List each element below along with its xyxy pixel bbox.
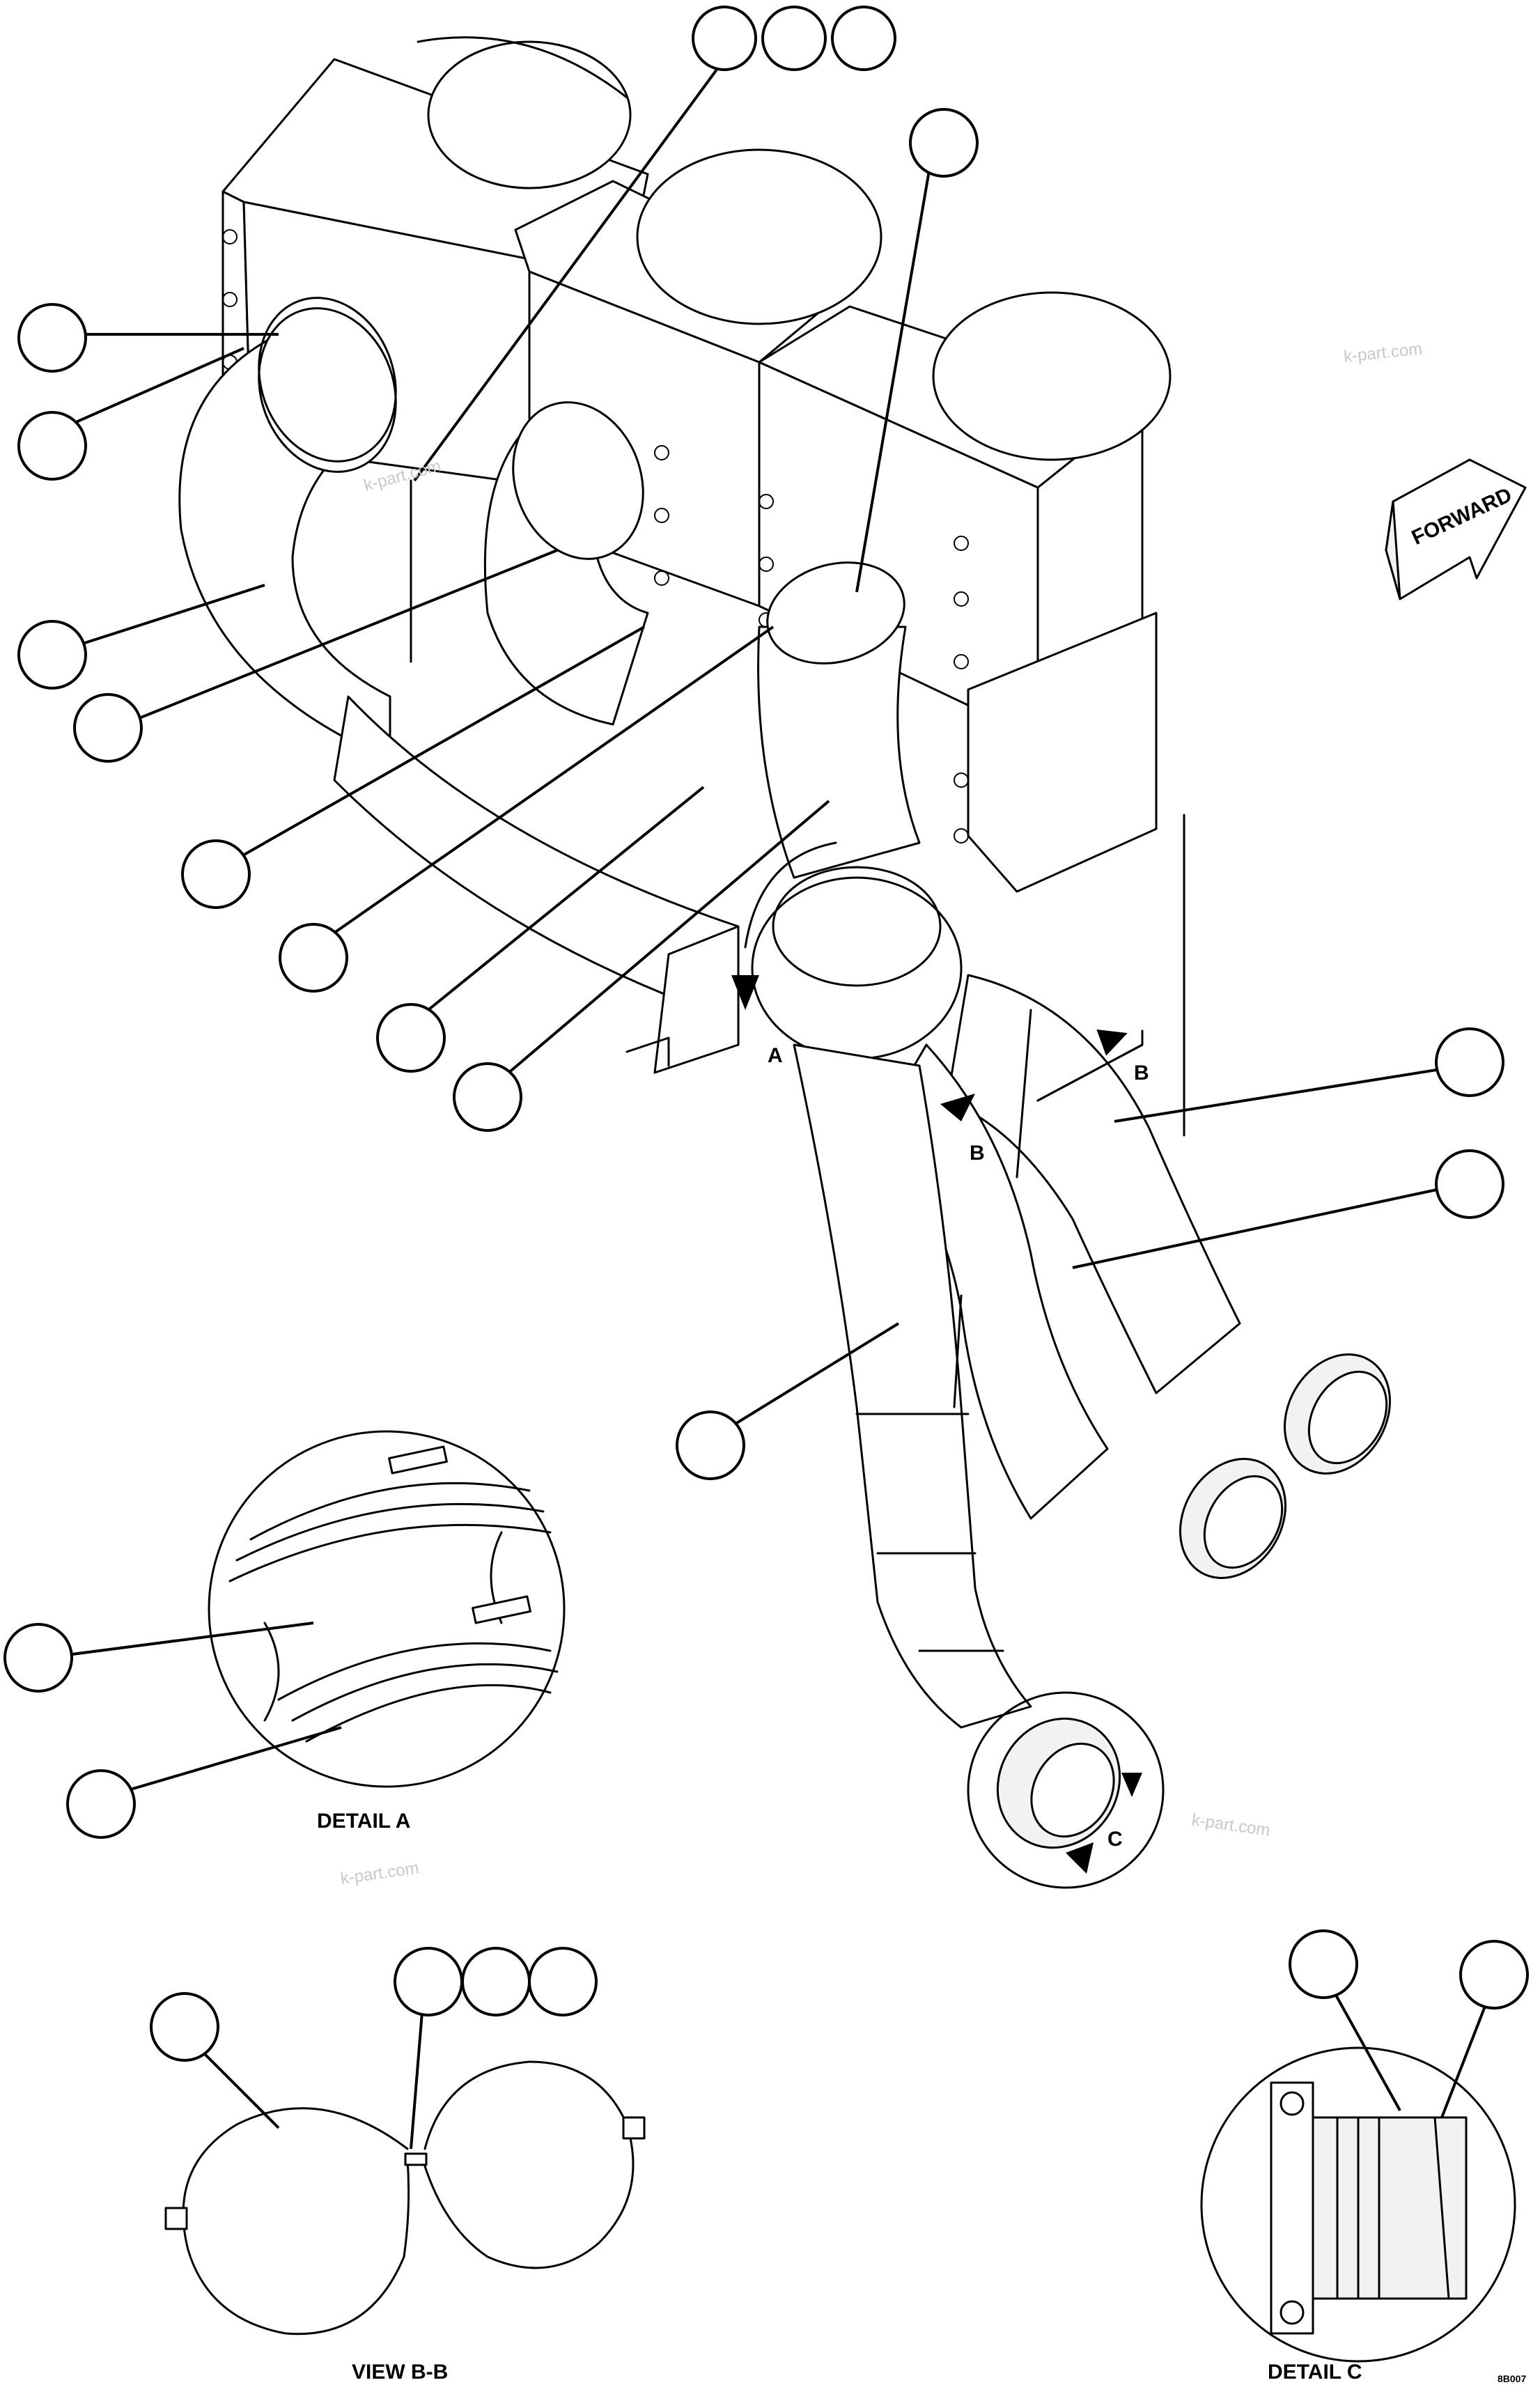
callout-c13 bbox=[1435, 1027, 1504, 1097]
callout-c2 bbox=[761, 6, 827, 71]
callout-c5 bbox=[17, 303, 87, 373]
callout-c1 bbox=[692, 6, 757, 71]
callout-c7 bbox=[17, 620, 87, 690]
callout-c23 bbox=[1459, 1940, 1529, 2010]
callout-c10 bbox=[279, 923, 348, 993]
exhaust-elbows bbox=[178, 297, 1391, 1849]
callout-c4 bbox=[909, 108, 979, 178]
view-b-left-label: B bbox=[970, 1142, 985, 1165]
callouts bbox=[3, 6, 1529, 2062]
callout-c3 bbox=[831, 6, 896, 71]
callout-c11 bbox=[376, 1003, 446, 1073]
view-c-label: C bbox=[1107, 1828, 1123, 1851]
callout-c8 bbox=[73, 693, 143, 763]
forward-arrow: FORWARD bbox=[1385, 458, 1527, 600]
leader-lines bbox=[45, 58, 1492, 2150]
watermark-1: k-part.com bbox=[1343, 339, 1424, 366]
drawing-number: 8B007 bbox=[1498, 2373, 1526, 2384]
callout-c20 bbox=[461, 1947, 531, 2016]
callout-c21 bbox=[528, 1947, 598, 2016]
watermark-3: k-part.com bbox=[1190, 1810, 1271, 1840]
callout-c12 bbox=[453, 1062, 522, 1132]
detail-c-label: DETAIL C bbox=[1268, 2361, 1362, 2384]
watermark-4: k-part.com bbox=[339, 1858, 420, 1888]
callout-c19 bbox=[394, 1947, 463, 2016]
callout-c18 bbox=[150, 1992, 219, 2062]
detail-a-label: DETAIL A bbox=[317, 1810, 410, 1833]
callout-c22 bbox=[1289, 1929, 1358, 1999]
callout-c6 bbox=[17, 411, 87, 481]
callout-c15 bbox=[676, 1410, 745, 1480]
callout-c17 bbox=[66, 1769, 136, 1839]
callout-c16 bbox=[3, 1623, 73, 1693]
detail-c: DETAIL C bbox=[1200, 2046, 1516, 2384]
view-bb: VIEW B-B bbox=[164, 2060, 646, 2384]
view-a-label: A bbox=[768, 1044, 783, 1067]
muffler-housings bbox=[221, 36, 1172, 893]
view-markers: A B B C bbox=[731, 841, 1165, 1889]
detail-a: DETAIL A bbox=[208, 1430, 566, 1833]
view-b-right-label: B bbox=[1134, 1062, 1149, 1085]
callout-c9 bbox=[181, 839, 251, 909]
callout-c14 bbox=[1435, 1149, 1504, 1219]
view-bb-label: VIEW B-B bbox=[352, 2361, 448, 2384]
